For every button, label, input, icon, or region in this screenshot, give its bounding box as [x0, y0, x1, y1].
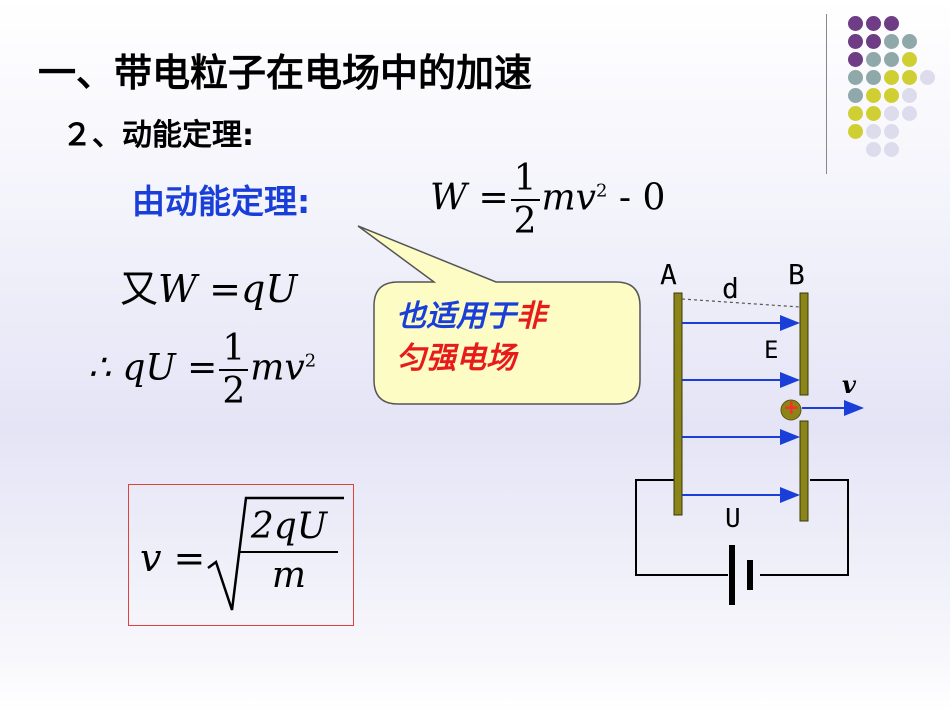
eq-term: mv — [541, 177, 596, 219]
decorative-vertical-line — [826, 14, 827, 174]
callout-part1: 也适用于 — [396, 299, 516, 334]
result-denominator: m — [271, 555, 307, 596]
plate-b-label: B — [788, 258, 805, 291]
eq-tail: - 0 — [618, 177, 666, 219]
also-expression: W =qU — [158, 267, 298, 311]
result-box — [128, 484, 354, 626]
section-subtitle: ２、动能定理: — [62, 118, 254, 153]
slide-title: 一、带电粒子在电场中的加速 — [38, 51, 533, 95]
result-lhs: v = — [140, 536, 206, 580]
distance-label: d — [722, 272, 739, 305]
therefore-term: mv — [250, 347, 305, 389]
callout-bubble — [357, 225, 641, 405]
result-numerator: 2qU — [250, 506, 328, 547]
field-label: E — [764, 336, 779, 364]
also-prefix: 又 — [120, 267, 159, 311]
fraction-denominator: 2 — [222, 371, 246, 413]
capacitor-diagram — [635, 292, 864, 605]
also-equation: 又W =qU — [120, 258, 297, 313]
eq-exponent: 2 — [596, 180, 608, 202]
callout-text: 也适用于非 匀强电场 — [396, 296, 636, 380]
callout-part3: 匀强电场 — [396, 341, 516, 376]
fraction-numerator: 1 — [219, 328, 249, 372]
result-fraction: 2qU m — [240, 506, 338, 596]
therefore-lhs: ∴ qU = — [88, 347, 218, 389]
plate-a-label: A — [660, 258, 677, 291]
charge-sign: + — [783, 395, 800, 419]
square-root-sign — [207, 496, 344, 611]
theorem-label: 由动能定理: — [132, 182, 311, 221]
callout-part2: 非 — [516, 299, 546, 334]
result-fraction-bar — [240, 551, 338, 553]
fraction-denominator: 2 — [513, 201, 537, 243]
fraction-numerator: 1 — [510, 158, 540, 202]
eq-lhs: W = — [430, 177, 509, 219]
therefore-exponent: 2 — [304, 350, 317, 372]
voltage-label: U — [725, 504, 741, 534]
velocity-label: v — [842, 370, 856, 399]
